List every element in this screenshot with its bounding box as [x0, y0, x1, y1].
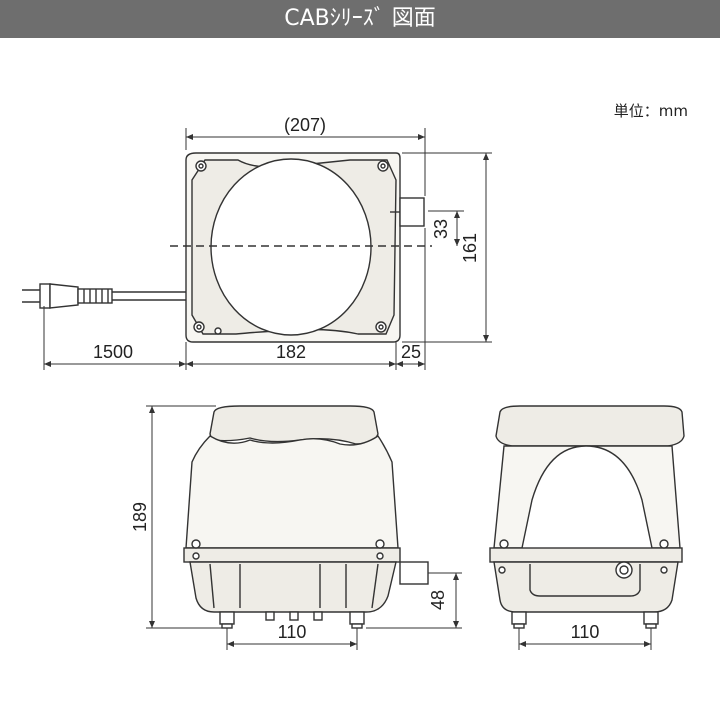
side-port: [615, 561, 633, 579]
side-cap: [495, 405, 685, 447]
power-plug: [22, 283, 113, 309]
dim-cord-length: 1500: [93, 342, 133, 362]
dim-depth: 161: [460, 233, 480, 263]
front-flange: [183, 547, 401, 563]
side-view: [489, 405, 685, 629]
front-bolts: [191, 539, 385, 560]
side-arch: [521, 445, 653, 549]
front-view: [183, 405, 429, 629]
side-bolts: [498, 539, 669, 574]
dim-outlet-length: 25: [401, 342, 421, 362]
dim-outlet-offset: 33: [431, 219, 451, 239]
side-feet: [511, 611, 659, 629]
side-dimension-lines: [518, 628, 652, 650]
air-outlet: [399, 197, 425, 227]
top-view: [22, 152, 432, 343]
front-lower-housing: [189, 561, 397, 613]
front-feet: [219, 611, 365, 629]
dim-body-width: 182: [276, 342, 306, 362]
side-flange: [489, 547, 683, 563]
title-bar: [0, 0, 720, 38]
front-cap: [209, 405, 379, 445]
page-title: CABｼﾘｰｽﾞ 図面: [284, 6, 436, 31]
dim-outlet-height: 48: [428, 590, 448, 610]
top-bolts: [193, 160, 389, 335]
diaphragm-cover: [210, 158, 372, 336]
front-dimension-lines: [146, 405, 462, 650]
dim-top-width: (207): [284, 115, 326, 135]
unit-label: 単位：mm: [613, 102, 688, 120]
dim-front-foot-spacing: 110: [278, 622, 307, 642]
top-dimension-lines: [43, 128, 492, 370]
front-air-outlet: [399, 561, 429, 585]
side-lower-housing: [493, 561, 679, 613]
dim-height: 189: [130, 502, 150, 532]
front-upper-body: [185, 435, 399, 549]
dim-side-foot-spacing: 110: [571, 622, 600, 642]
power-cord: [112, 291, 186, 301]
